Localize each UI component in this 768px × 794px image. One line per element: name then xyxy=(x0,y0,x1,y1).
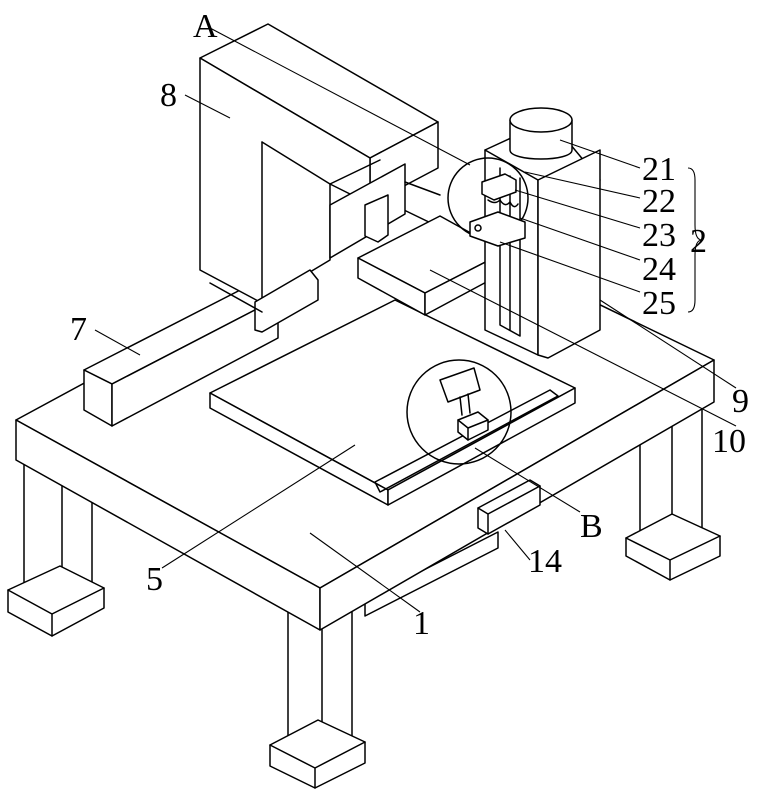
label-23: 23 xyxy=(642,217,676,254)
label-10: 10 xyxy=(712,423,746,460)
label-25: 25 xyxy=(642,285,676,322)
label-14: 14 xyxy=(528,543,562,580)
label-5: 5 xyxy=(146,561,163,598)
label-9: 9 xyxy=(732,383,749,420)
label-8: 8 xyxy=(160,77,177,114)
label-24: 24 xyxy=(642,251,676,288)
label-7: 7 xyxy=(70,311,87,348)
label-b: B xyxy=(580,508,603,545)
label-a: A xyxy=(193,8,218,45)
label-2: 2 xyxy=(690,223,707,260)
label-22: 22 xyxy=(642,183,676,220)
label-1: 1 xyxy=(413,605,430,642)
